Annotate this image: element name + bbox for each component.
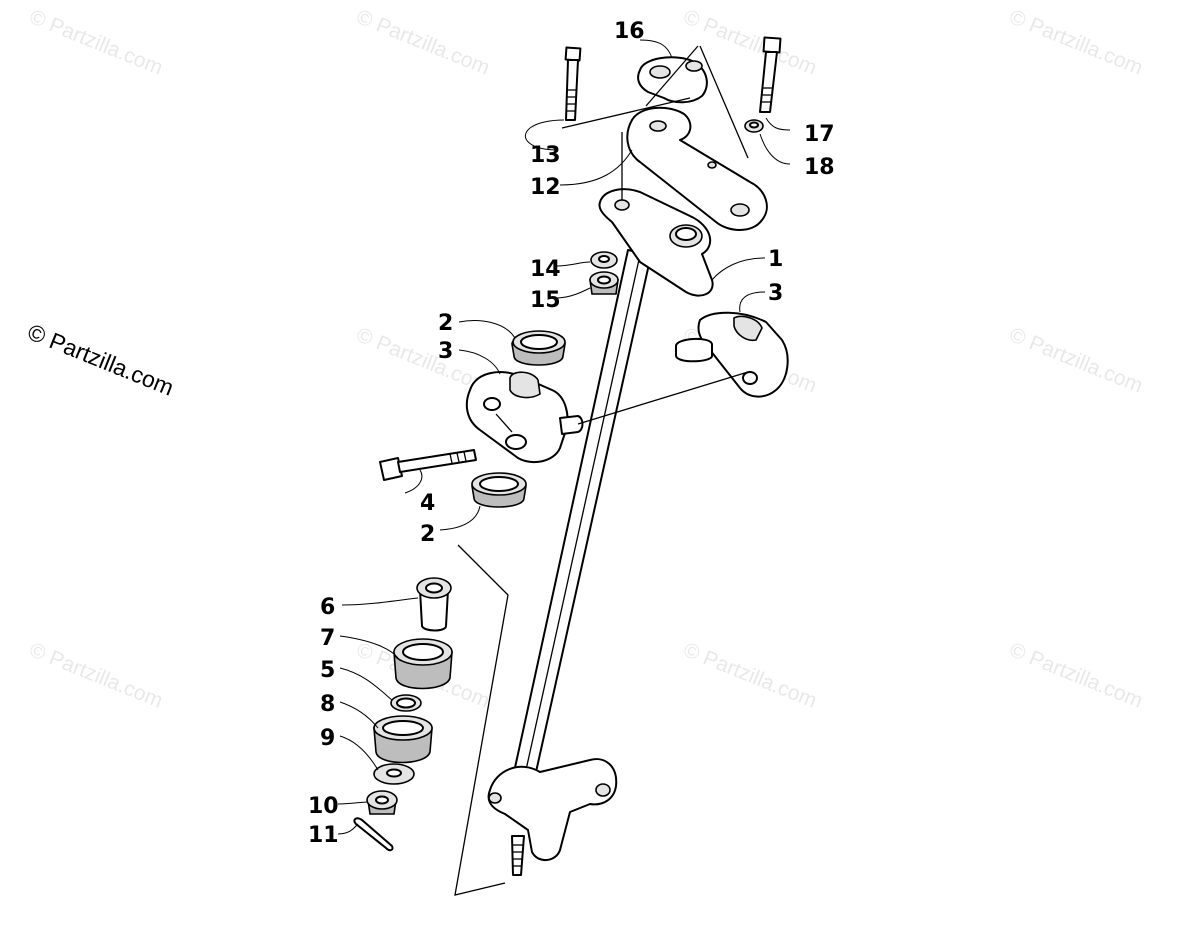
callout-2-upper: 2 <box>438 311 453 336</box>
callout-5: 5 <box>320 658 335 683</box>
watermark: © Partzilla.com <box>1006 5 1146 79</box>
bushing-2-lower <box>471 472 527 508</box>
cotter-pin-11 <box>353 817 394 852</box>
nut-15 <box>589 271 619 295</box>
callout-labels: 16 17 18 13 12 1 14 15 2 3 3 4 2 6 7 5 8… <box>308 19 835 848</box>
callout-3-right: 3 <box>768 281 783 306</box>
washer-14 <box>590 251 618 269</box>
watermark: © Partzilla.com <box>26 5 166 79</box>
watermark-main: © Partzilla.com <box>24 319 177 401</box>
callout-9: 9 <box>320 726 335 751</box>
steering-post-shaft <box>487 249 652 876</box>
callout-16: 16 <box>614 19 645 44</box>
upper-post-plate <box>598 188 714 297</box>
watermark: © Partzilla.com <box>680 638 820 712</box>
callout-18: 18 <box>804 155 835 180</box>
upper-clamp-cap <box>637 56 708 104</box>
watermark-layer: © Partzilla.com © Partzilla.com © Partzi… <box>24 5 1146 712</box>
callout-10: 10 <box>308 794 339 819</box>
bolt-13 <box>564 46 582 121</box>
callout-2-lower: 2 <box>420 522 435 547</box>
bushing-6 <box>416 577 452 632</box>
callout-11: 11 <box>308 823 339 848</box>
bolt-4 <box>379 449 477 481</box>
bearing-7 <box>393 638 453 690</box>
callout-7: 7 <box>320 626 335 651</box>
callout-3-left: 3 <box>438 339 453 364</box>
bolt-17 <box>759 36 782 113</box>
callout-12: 12 <box>530 175 561 200</box>
callout-1: 1 <box>768 247 783 272</box>
callout-8: 8 <box>320 692 335 717</box>
watermark: © Partzilla.com <box>353 5 493 79</box>
bearing-block-3-right <box>675 311 789 398</box>
handlebar-bracket <box>626 106 768 231</box>
watermark: © Partzilla.com <box>1006 323 1146 397</box>
bearing-block-3-left <box>465 371 584 464</box>
bushing-2-upper <box>511 330 566 366</box>
callout-17: 17 <box>804 122 835 147</box>
watermark: © Partzilla.com <box>1006 638 1146 712</box>
assembly-lines <box>454 45 749 896</box>
callout-14: 14 <box>530 257 561 282</box>
callout-13: 13 <box>530 143 561 168</box>
castle-nut-10 <box>366 790 398 815</box>
leader-lines <box>337 39 791 835</box>
callout-4: 4 <box>420 491 435 516</box>
callout-15: 15 <box>530 288 561 313</box>
bearing-8 <box>373 715 433 764</box>
callout-6: 6 <box>320 595 335 620</box>
watermark: © Partzilla.com <box>26 638 166 712</box>
